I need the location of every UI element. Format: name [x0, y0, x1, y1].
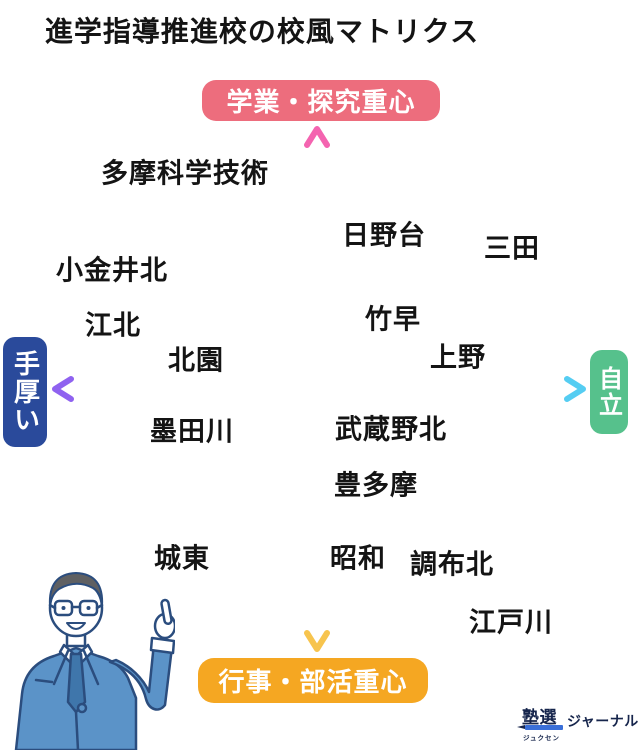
school-label: 調布北 — [410, 549, 494, 581]
man-illustration — [14, 572, 175, 750]
school-label: 城東 — [154, 543, 210, 575]
pencil-icon — [517, 725, 563, 731]
school-label: 昭和 — [330, 543, 386, 575]
school-label: 墨田川 — [150, 416, 234, 448]
logo-brand-text: 塾選 — [522, 708, 557, 728]
school-label: 竹早 — [365, 304, 421, 336]
school-label: 日野台 — [342, 220, 426, 252]
axis-label-right: 自立 — [590, 350, 628, 434]
arrowhead-right-icon — [564, 376, 586, 402]
brand-logo: 塾選 ジュクセン ジャーナル — [512, 701, 638, 745]
pencil-bar-icon — [525, 725, 563, 730]
school-label: 上野 — [430, 342, 486, 374]
axis-label-top: 学業・探究重心 — [202, 80, 440, 121]
school-label: 小金井北 — [56, 255, 168, 287]
axis-label-bottom: 行事・部活重心 — [198, 658, 428, 703]
school-label: 多摩科学技術 — [101, 158, 269, 190]
arrowhead-up-icon — [304, 126, 330, 148]
page-title: 進学指導推進校の校風マトリクス — [44, 15, 480, 48]
arrowhead-down-icon — [304, 630, 330, 652]
school-label: 武蔵野北 — [335, 414, 447, 446]
axis-label-left: 手厚い — [3, 337, 47, 447]
pencil-tip-icon — [517, 725, 525, 729]
school-label: 三田 — [484, 233, 540, 265]
school-label: 北園 — [168, 345, 224, 377]
school-label: 江戸川 — [469, 607, 553, 639]
school-label: 江北 — [85, 310, 141, 342]
school-label: 豊多摩 — [334, 470, 418, 502]
logo-suffix-text: ジャーナル — [567, 714, 639, 730]
arrowhead-left-icon — [52, 376, 74, 402]
logo-furigana-text: ジュクセン — [523, 734, 561, 742]
